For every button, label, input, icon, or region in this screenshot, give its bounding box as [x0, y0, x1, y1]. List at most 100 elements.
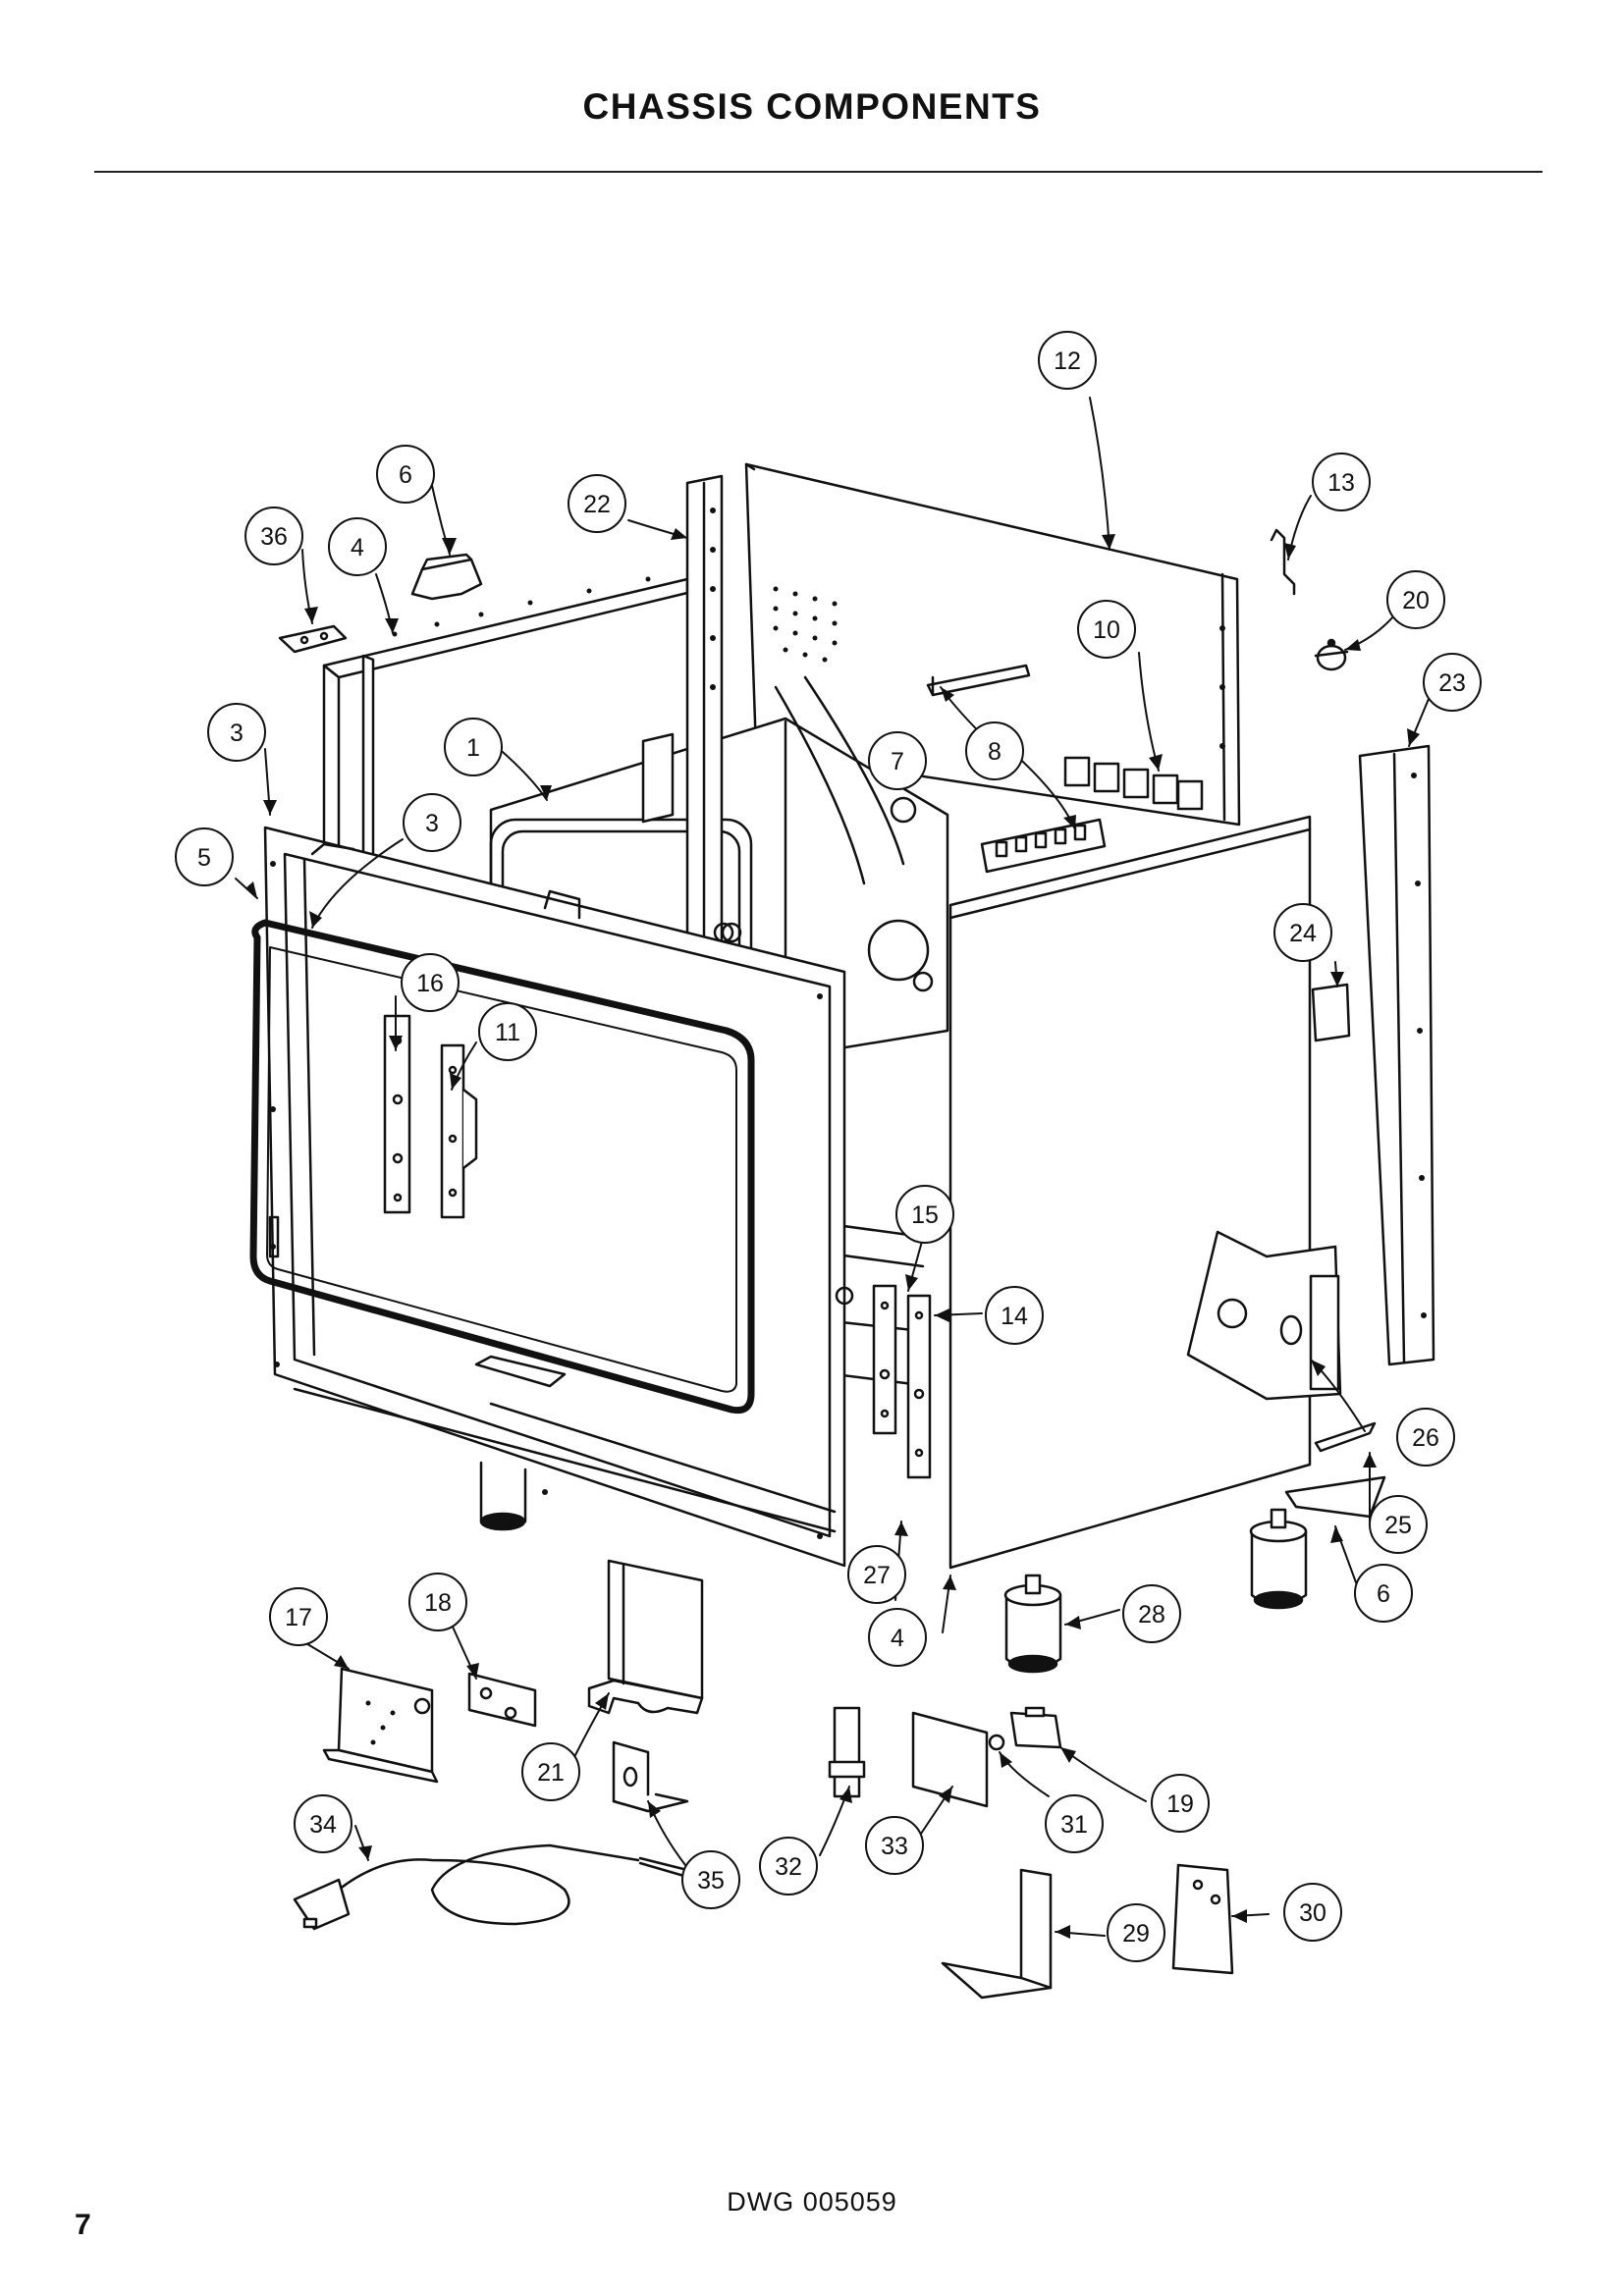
callout-11: 11 [478, 1002, 537, 1061]
callout-17: 17 [269, 1587, 328, 1646]
svg-text:27: 27 [863, 1562, 891, 1589]
callout-18: 18 [408, 1573, 467, 1631]
svg-text:28: 28 [1138, 1601, 1165, 1629]
back-panel [744, 462, 1241, 827]
callout-12: 12 [1038, 331, 1097, 390]
oven-base [293, 1355, 837, 1533]
callout-26: 26 [1396, 1408, 1455, 1467]
svg-text:6: 6 [1377, 1580, 1390, 1608]
callout-32: 32 [759, 1837, 818, 1896]
svg-text:13: 13 [1327, 469, 1355, 497]
svg-text:33: 33 [881, 1833, 908, 1860]
svg-text:4: 4 [891, 1625, 904, 1652]
callout-9: 8 [965, 721, 1024, 780]
svg-text:18: 18 [424, 1589, 452, 1617]
callout-6: 6 [1354, 1564, 1413, 1623]
callout-19: 19 [1151, 1774, 1210, 1833]
front-leg [479, 1461, 527, 1531]
callout-2: 3 [207, 703, 266, 762]
callout-15: 15 [895, 1185, 954, 1244]
electrical-base-plate [1186, 1230, 1342, 1401]
top-bracket [410, 553, 483, 601]
terminal-block [980, 818, 1107, 874]
vertical-strut [641, 474, 734, 954]
power-cord [293, 1843, 689, 1931]
rear-bracket [1171, 1863, 1234, 1975]
hinge-assembly [440, 1043, 478, 1219]
support-bracket [587, 1559, 704, 1715]
callout-13: 13 [1312, 453, 1371, 511]
svg-text:22: 22 [583, 491, 611, 518]
svg-text:23: 23 [1438, 669, 1466, 697]
callout-22: 22 [568, 474, 626, 533]
svg-text:36: 36 [260, 523, 288, 551]
svg-text:16: 16 [416, 970, 444, 997]
callout-bubbles: 6 36 4 22 12 13 20 10 23 3 1 7 8 3 5 24 … [175, 331, 1482, 1962]
mounting-plate-33 [911, 1711, 989, 1808]
svg-text:15: 15 [911, 1201, 939, 1229]
svg-text:1: 1 [466, 734, 480, 762]
svg-text:30: 30 [1299, 1899, 1326, 1927]
callout-10: 10 [1077, 600, 1136, 659]
wire-clip [1270, 528, 1296, 596]
door-switch [828, 1706, 866, 1798]
side-panel [948, 815, 1312, 1570]
callout-4-top: 4 [328, 517, 387, 576]
callout-20: 20 [1386, 570, 1445, 629]
support-rail [926, 664, 1031, 697]
svg-text:21: 21 [537, 1759, 565, 1787]
mounting-plate [278, 624, 348, 654]
svg-text:5: 5 [197, 844, 211, 872]
svg-text:14: 14 [1001, 1303, 1028, 1330]
control-board-bracket [322, 1667, 439, 1784]
callout-8: 7 [868, 731, 927, 790]
callout-7: 6 [376, 445, 435, 504]
door-gasket [249, 919, 755, 1415]
svg-text:24: 24 [1289, 920, 1317, 947]
svg-text:34: 34 [309, 1811, 337, 1839]
callout-31: 31 [1045, 1794, 1104, 1853]
svg-text:10: 10 [1093, 616, 1120, 644]
callout-23: 23 [1423, 653, 1482, 712]
callout-25: 25 [1369, 1495, 1428, 1554]
title-divider [94, 171, 1543, 173]
callout-1: 1 [444, 718, 503, 776]
thermostat [1314, 638, 1349, 671]
callout-27: 27 [847, 1545, 906, 1604]
callout-28: 28 [1122, 1584, 1181, 1643]
relay-bank [1063, 756, 1204, 811]
callout-4-bottom: 4 [868, 1608, 927, 1667]
callout-24: 24 [1273, 903, 1332, 962]
cover-plate [1311, 983, 1351, 1042]
callout-16: 16 [401, 953, 460, 1012]
svg-text:31: 31 [1060, 1811, 1088, 1839]
solenoid [1009, 1706, 1062, 1749]
hinge-receiver-right [872, 1284, 932, 1479]
side-strip [1358, 744, 1435, 1366]
callout-14: 14 [985, 1286, 1044, 1345]
svg-text:4: 4 [351, 534, 364, 561]
callout-33: 33 [865, 1816, 924, 1875]
callout-5: 5 [175, 828, 234, 886]
svg-text:19: 19 [1166, 1790, 1194, 1818]
svg-text:12: 12 [1054, 347, 1081, 375]
callout-30: 30 [1283, 1883, 1342, 1942]
svg-text:20: 20 [1402, 587, 1430, 614]
leader-arrowheads [245, 528, 1420, 1939]
adjustable-leg [1003, 1574, 1062, 1674]
svg-text:29: 29 [1122, 1920, 1150, 1948]
callout-36: 36 [244, 507, 303, 565]
svg-text:7: 7 [891, 748, 904, 775]
mounting-link [1314, 1421, 1377, 1453]
callout-3: 3 [403, 793, 461, 852]
angle-bracket [612, 1740, 689, 1813]
callout-21: 21 [521, 1742, 580, 1801]
callout-29: 29 [1107, 1903, 1165, 1962]
page-title: CHASSIS COMPONENTS [582, 86, 1042, 127]
leveling-bracket [941, 1868, 1053, 2000]
callout-35: 35 [681, 1850, 740, 1909]
drawing-number: DWG 005059 [727, 2187, 897, 2216]
svg-text:11: 11 [495, 1019, 520, 1046]
svg-text:8: 8 [988, 738, 1001, 766]
callout-34: 34 [294, 1794, 352, 1853]
